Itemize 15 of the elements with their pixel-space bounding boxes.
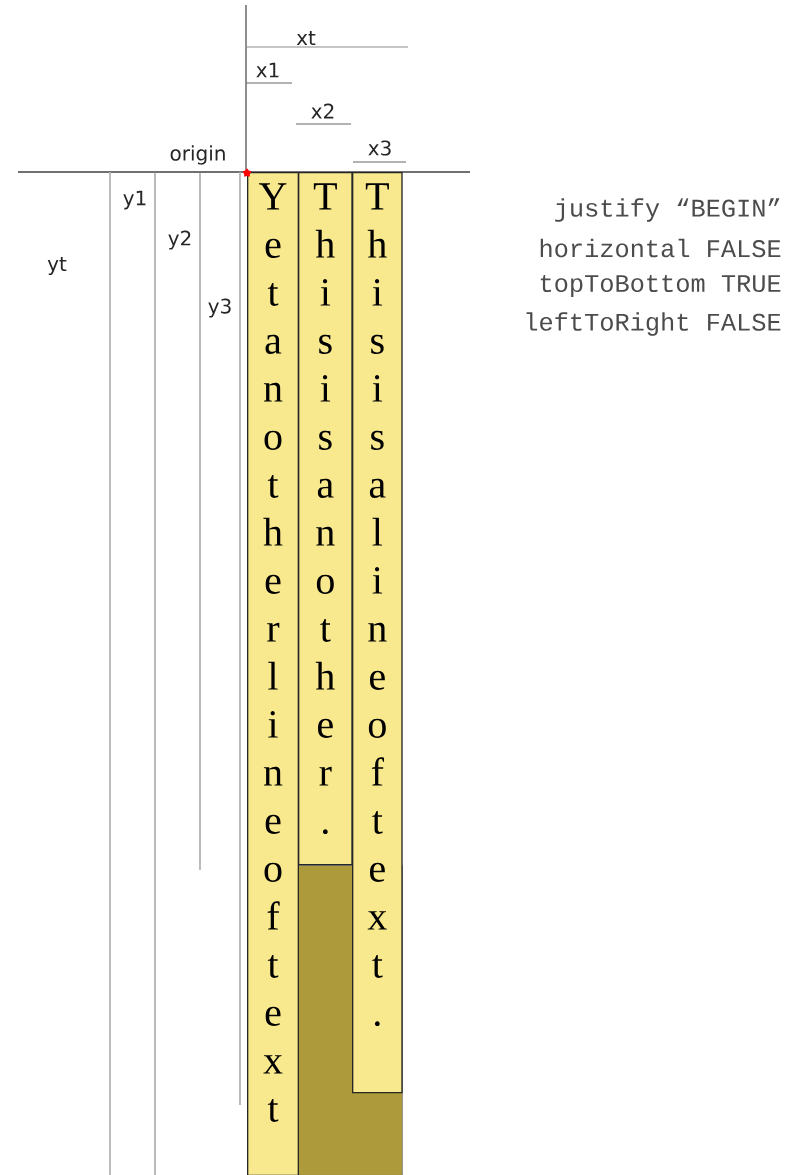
code-line: topToBottom TRUE [540, 274, 781, 298]
dimension-label: x3 [368, 140, 391, 156]
code-line: horizontal FALSE [540, 238, 781, 258]
text-column: This is a line of text. [352, 172, 403, 1094]
dimension-label: yt [47, 256, 67, 276]
text-column: This is another. [298, 172, 353, 866]
dimension-label: x2 [311, 103, 334, 119]
code-line: justify “BEGIN” [555, 198, 780, 222]
code-line: leftToRight FALSE [526, 312, 781, 336]
dimension-label: xt [296, 31, 316, 46]
dimension-label: y2 [168, 230, 191, 250]
text-column: Yet another line of text [247, 172, 299, 1175]
dimension-label: x1 [256, 62, 279, 78]
origin-label: origin [170, 145, 225, 165]
dimension-label: y1 [123, 190, 146, 210]
